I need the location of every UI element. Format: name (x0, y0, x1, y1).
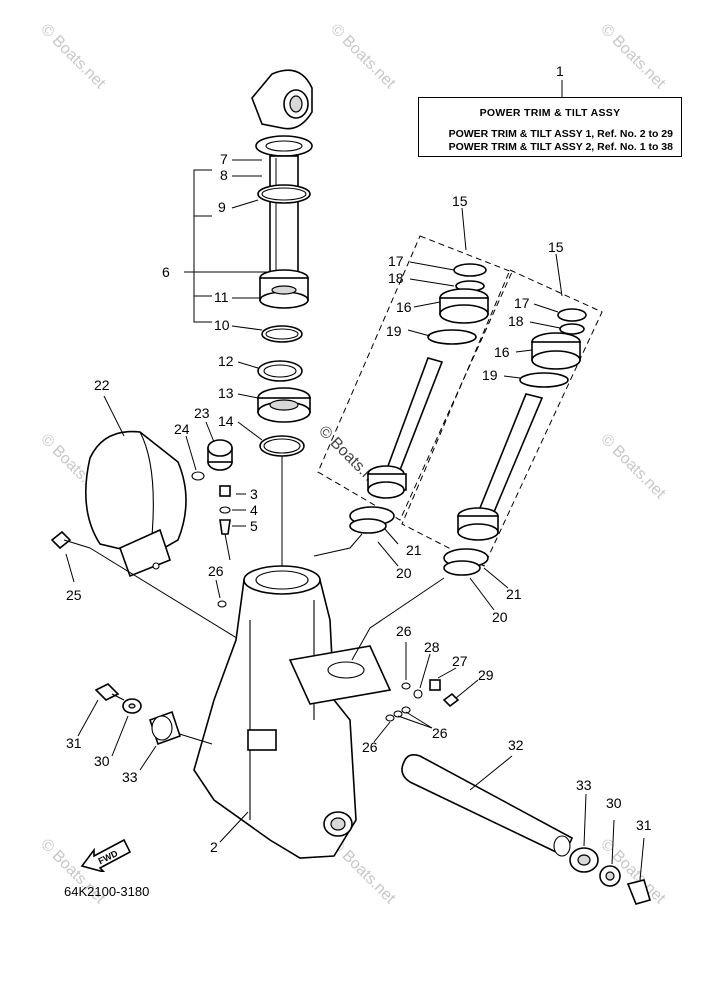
callout-22: 22 (94, 377, 110, 393)
callout-6: 6 (162, 264, 170, 280)
callout-18b: 18 (508, 313, 524, 329)
callout-3: 3 (250, 486, 258, 502)
watermark: © Boats.net (597, 431, 669, 503)
callout-17a: 17 (388, 253, 404, 269)
callout-26d: 26 (362, 739, 378, 755)
callout-8: 8 (220, 167, 228, 183)
trim-cylinder-assembly-2 (401, 269, 603, 576)
callout-24: 24 (174, 421, 190, 437)
callout-12: 12 (218, 353, 234, 369)
callout-30b: 30 (606, 795, 622, 811)
callout-30a: 30 (94, 753, 110, 769)
callout-13: 13 (218, 385, 234, 401)
trim-cylinder-assembly-1 (317, 235, 513, 534)
assembly-title: POWER TRIM & TILT ASSY (479, 107, 621, 119)
small-parts-26-29 (373, 642, 479, 743)
callout-16a: 16 (396, 299, 412, 315)
assembly-title-box: POWER TRIM & TILT ASSY POWER TRIM & TILT… (418, 97, 682, 157)
cover-22 (85, 395, 187, 578)
callout-5: 5 (250, 518, 258, 534)
callout-19b: 19 (482, 367, 498, 383)
callout-14: 14 (218, 413, 234, 429)
callout-26c: 26 (432, 725, 448, 741)
callout-labels: 1 2 3 4 5 6 7 8 9 10 11 12 13 14 15 15 1… (66, 63, 652, 855)
callout-31b: 31 (636, 817, 652, 833)
callout-10: 10 (214, 317, 230, 333)
callout-11: 11 (214, 289, 229, 305)
assembly-line-2: POWER TRIM & TILT ASSY 2, Ref. No. 1 to … (448, 141, 673, 153)
watermark: © Boats.net (327, 21, 399, 93)
callout-32: 32 (508, 737, 524, 753)
callout-33a: 33 (122, 769, 138, 785)
callout-26b: 26 (396, 623, 412, 639)
callout-4: 4 (250, 502, 258, 518)
callout-7: 7 (220, 151, 228, 167)
tilt-tube-32 (401, 754, 651, 905)
callout-19a: 19 (386, 323, 402, 339)
callout-1: 1 (556, 63, 564, 79)
callout-bracket (184, 159, 270, 441)
callout-18a: 18 (388, 270, 404, 286)
callout-15a: 15 (452, 193, 468, 209)
callout-21b: 21 (506, 586, 522, 602)
valve-parts-3-5 (215, 485, 246, 608)
callout-23: 23 (194, 405, 210, 421)
drawing-code: 64K2100-3180 (64, 884, 150, 899)
callout-31a: 31 (66, 735, 82, 751)
callout-28: 28 (424, 639, 440, 655)
callout-16b: 16 (494, 344, 510, 360)
bolt-washer-bushing-left (77, 683, 182, 771)
callout-27: 27 (452, 653, 468, 669)
small-parts-23-25 (50, 421, 241, 641)
callout-2: 2 (210, 839, 218, 855)
callout-20b: 20 (492, 609, 508, 625)
tilt-rod-assembly (251, 69, 313, 570)
callout-21a: 21 (406, 542, 422, 558)
callout-17b: 17 (514, 295, 530, 311)
callout-25: 25 (66, 587, 82, 603)
trim-callout-leaders (377, 207, 563, 611)
watermark: © Boats.net (597, 21, 669, 93)
watermark: © Boats.net (37, 21, 109, 93)
cylinder-body-2 (159, 533, 445, 859)
callout-20a: 20 (396, 565, 412, 581)
callout-29: 29 (478, 667, 494, 683)
callout-33b: 33 (576, 777, 592, 793)
assembly-line-1: POWER TRIM & TILT ASSY 1, Ref. No. 2 to … (448, 128, 673, 140)
callout-9: 9 (218, 199, 226, 215)
fwd-arrow-icon: FWD (80, 838, 132, 872)
callout-15b: 15 (548, 239, 564, 255)
callout-26a: 26 (208, 563, 224, 579)
